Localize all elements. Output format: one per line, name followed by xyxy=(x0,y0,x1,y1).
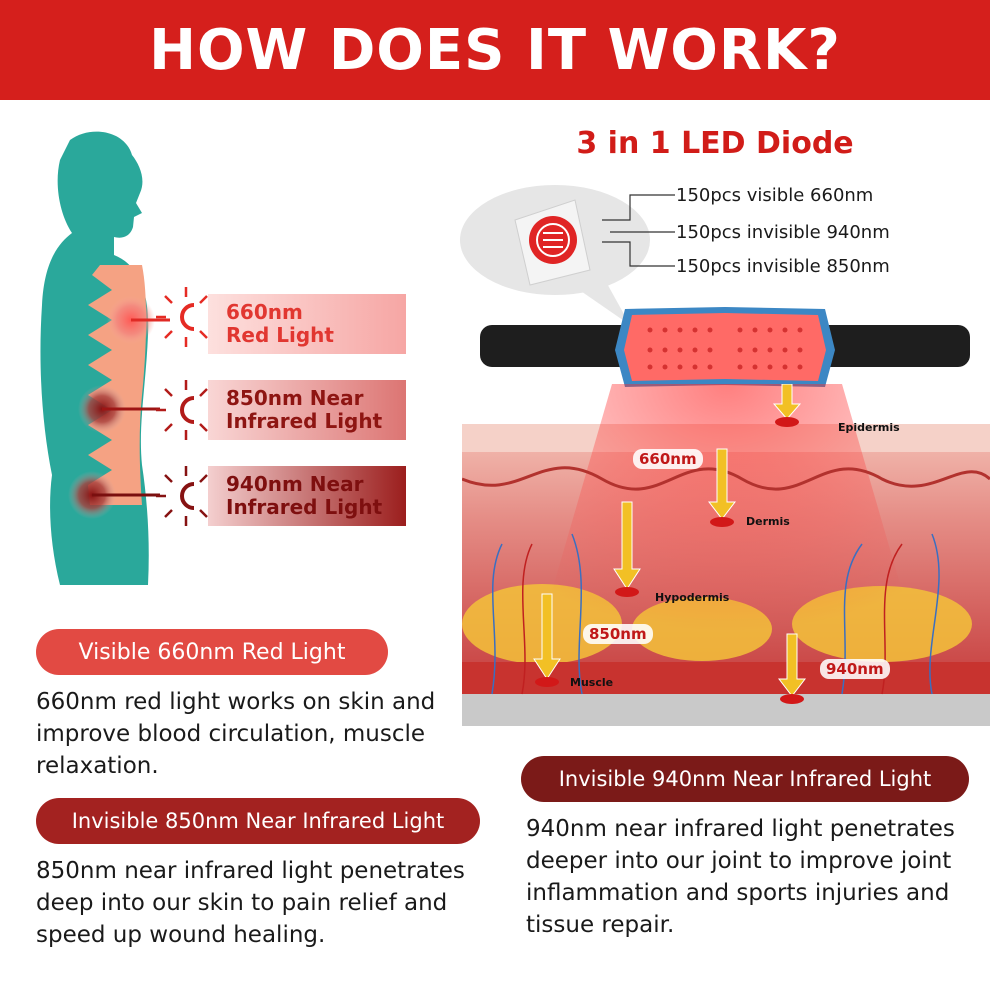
layer-dermis: Dermis xyxy=(746,515,790,528)
section-title-660: Visible 660nm Red Light xyxy=(36,629,388,675)
spec-leader-lines xyxy=(602,194,675,267)
light-660-line2: Red Light xyxy=(226,323,334,347)
tag-660nm: 660nm xyxy=(633,449,703,469)
spec-660: 150pcs visible 660nm xyxy=(676,185,874,206)
section-title-850: Invisible 850nm Near Infrared Light xyxy=(36,798,480,844)
section-desc-940: 940nm near infrared light penetrates dee… xyxy=(526,816,955,938)
tag-940nm: 940nm xyxy=(820,659,890,679)
tag-850nm: 850nm xyxy=(583,624,653,644)
light-940-line2: Infrared Light xyxy=(226,495,383,519)
ray-940-icon xyxy=(156,466,208,526)
header-banner: HOW DOES IT WORK? xyxy=(0,0,990,100)
section-title-940: Invisible 940nm Near Infrared Light xyxy=(521,756,969,802)
layer-muscle: Muscle xyxy=(570,676,614,689)
diode-magnifier xyxy=(460,185,650,325)
light-850-line2: Infrared Light xyxy=(226,409,383,433)
spec-850: 150pcs invisible 850nm xyxy=(676,256,890,277)
therapy-belt xyxy=(480,307,970,387)
light-940-line1: 940nm Near xyxy=(226,472,364,496)
diode-title: 3 in 1 LED Diode xyxy=(576,126,854,161)
ray-660-icon xyxy=(156,287,208,347)
ray-850-icon xyxy=(156,380,208,440)
layer-hypodermis: Hypodermis xyxy=(655,591,730,604)
page-title: HOW DOES IT WORK? xyxy=(149,17,841,83)
skin-cross-section xyxy=(462,384,990,726)
human-body-illustration xyxy=(40,131,170,585)
light-660-line1: 660nm xyxy=(226,300,303,324)
section-desc-850: 850nm near infrared light penetrates dee… xyxy=(36,858,465,948)
spec-940: 150pcs invisible 940nm xyxy=(676,222,890,243)
layer-epidermis: Epidermis xyxy=(838,421,900,434)
section-desc-660: 660nm red light works on skin and improv… xyxy=(36,689,436,779)
light-850-line1: 850nm Near xyxy=(226,386,364,410)
